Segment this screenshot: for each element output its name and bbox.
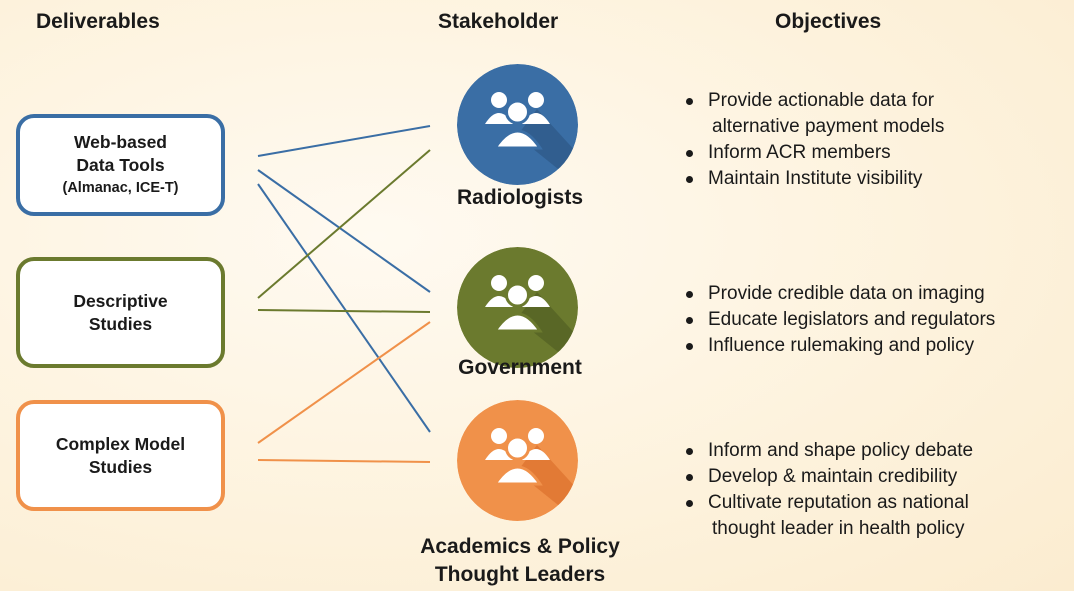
connector-line: [257, 125, 431, 157]
objective-line2: alternative payment models: [712, 116, 945, 137]
objective-item: Cultivate reputation as national thought…: [680, 490, 973, 542]
stakeholder-label-line2: Thought Leaders: [434, 563, 606, 586]
deliverable-label-line1: Complex Model: [55, 433, 186, 454]
objectives-government: Provide credible data on imaging Educate…: [680, 281, 995, 359]
connector-line: [257, 149, 431, 299]
connector-line: [257, 459, 431, 463]
objectives-academics: Inform and shape policy debate Develop &…: [680, 438, 973, 542]
stakeholder-academics-circle: [457, 400, 578, 521]
people-group-icon: [457, 400, 578, 521]
header-objectives: Objectives: [775, 10, 882, 33]
connector-line: [257, 183, 431, 433]
deliverable-descriptive-studies: Descriptive Studies: [16, 257, 225, 368]
stakeholder-label-radiologists: Radiologists: [456, 186, 583, 209]
objective-item: Provide credible data on imaging: [680, 281, 995, 307]
stakeholder-label-line1: Academics & Policy: [420, 535, 620, 558]
objective-item: Provide actionable data for alternative …: [680, 88, 944, 140]
connector-line: [257, 309, 431, 313]
objective-item: Educate legislators and regulators: [680, 307, 995, 333]
objective-item: Inform and shape policy debate: [680, 438, 973, 464]
deliverable-label-line2: Studies: [88, 313, 153, 334]
connector-line: [257, 321, 431, 444]
header-stakeholder: Stakeholder: [438, 10, 559, 33]
objective-line1: Provide actionable data for: [708, 90, 935, 111]
deliverable-label-line2: Studies: [88, 456, 153, 477]
deliverable-web-based-data-tools: Web-based Data Tools (Almanac, ICE-T): [16, 114, 225, 216]
stakeholder-label-government: Government: [458, 356, 582, 379]
stakeholder-label-academics: Academics & Policy Thought Leaders: [395, 533, 645, 589]
people-group-icon: [457, 247, 578, 368]
deliverable-sublabel: (Almanac, ICE-T): [62, 180, 179, 196]
connector-line: [257, 169, 431, 293]
objective-item: Maintain Institute visibility: [680, 166, 944, 192]
objective-line2: thought leader in health policy: [712, 518, 965, 539]
deliverable-complex-model-studies: Complex Model Studies: [16, 400, 225, 511]
stakeholder-government-circle: [457, 247, 578, 368]
people-group-icon: [457, 64, 578, 185]
deliverable-label-line1: Descriptive: [73, 290, 168, 311]
stakeholder-radiologists-circle: [457, 64, 578, 185]
deliverable-label-line2: Data Tools: [76, 155, 165, 175]
objectives-radiologists: Provide actionable data for alternative …: [680, 88, 944, 192]
objective-item: Influence rulemaking and policy: [680, 333, 995, 359]
header-deliverables: Deliverables: [36, 10, 160, 33]
deliverable-label-line1: Web-based: [73, 132, 167, 152]
objective-item: Develop & maintain credibility: [680, 464, 973, 490]
objective-item: Inform ACR members: [680, 140, 944, 166]
objective-line1: Cultivate reputation as national: [708, 492, 969, 513]
